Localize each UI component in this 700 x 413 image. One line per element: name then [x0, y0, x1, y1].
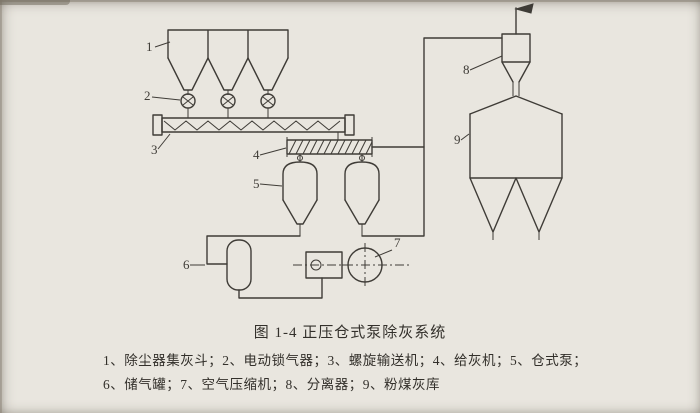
- label-7: 7: [394, 235, 401, 250]
- air-storage-tank: [226, 239, 252, 291]
- legend-line-1: 1、除尘器集灰斗；2、电动锁气器；3、螺旋输送机；4、给灰机；5、仓式泵；: [103, 353, 588, 368]
- legend-line-2: 6、储气罐；7、空气压缩机；8、分离器；9、粉煤灰库: [103, 377, 440, 392]
- scan-edge-left: [0, 0, 2, 413]
- separator: [501, 3, 534, 96]
- screw-conveyor: [152, 114, 355, 140]
- label-2: 2: [144, 88, 151, 103]
- fly-ash-silo: [469, 95, 563, 240]
- label-6: 6: [183, 257, 190, 272]
- label-3: 3: [151, 142, 158, 157]
- label-1: 1: [146, 39, 153, 54]
- dust-collector-hoppers: [167, 29, 289, 95]
- label-9: 9: [454, 132, 461, 147]
- label-4: 4: [253, 147, 260, 162]
- piping: [206, 37, 503, 299]
- callout-labels: 1 2 3 4 5 6 7 8 9: [144, 39, 503, 272]
- air-compressor: [293, 243, 412, 287]
- label-8: 8: [463, 62, 470, 77]
- label-5: 5: [253, 176, 260, 191]
- bin-pumps: [282, 154, 380, 236]
- airlock-valves: [180, 93, 276, 118]
- scan-corner-smudge: [0, 0, 70, 5]
- ash-removal-system-diagram: 1 2 3 4 5 6 7 8 9: [144, 3, 563, 299]
- figure-caption: 图 1-4 正压仓式泵除灰系统: [253, 325, 447, 341]
- scan-edge-top: [0, 0, 700, 2]
